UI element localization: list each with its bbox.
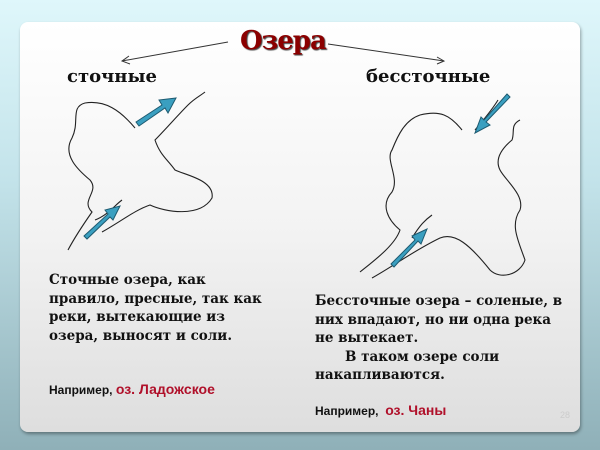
arrow-inflow-top-icon: [474, 93, 511, 135]
example-prefix: Например,: [315, 404, 379, 418]
pointer-right-head: [436, 56, 446, 65]
arrow-inflow-bottom-icon: [390, 228, 428, 268]
slide-number: 28: [560, 410, 571, 420]
pointer-left-head: [120, 55, 131, 65]
outflow-description: Сточные озера, как правило, пресные, так…: [49, 272, 262, 344]
example-lake-name: оз. Чаны: [385, 402, 447, 418]
example-prefix: Например,: [49, 383, 113, 397]
slide: [20, 22, 580, 432]
heading-outflow: сточные: [67, 66, 157, 87]
endorheic-text-2: В таком озере соли накапливаются.: [315, 348, 500, 384]
example-lake-name: оз. Ладожское: [115, 381, 215, 397]
pointer-left-line: [121, 41, 229, 62]
lake-left: [67, 91, 213, 251]
endorheic-text-1: Бессточные озера – соленые, в них впадаю…: [315, 293, 563, 346]
pointer-right-line: [327, 43, 445, 62]
endorheic-example: Например, оз. Чаны: [315, 402, 446, 418]
arrow-inflow-left-icon: [83, 205, 121, 240]
lake-right: [359, 99, 526, 279]
page-title: Озера: [240, 26, 327, 56]
endorheic-description: Бессточные озера – соленые, в них впадаю…: [315, 292, 565, 385]
arrow-outflow-icon: [135, 97, 177, 127]
heading-endorheic: бессточные: [366, 66, 491, 87]
outflow-example: Например, оз. Ладожское: [49, 381, 215, 397]
